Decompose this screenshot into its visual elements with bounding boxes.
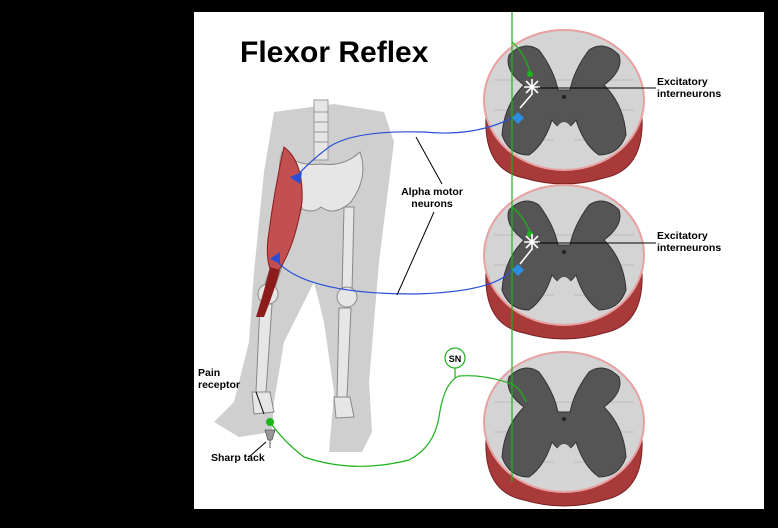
sensory-neuron-pathway <box>269 375 513 467</box>
label-excitatory-interneurons-middle: Excitatory interneurons <box>657 230 722 254</box>
interneuron-middle <box>519 234 540 265</box>
motor-axon-top <box>295 117 513 178</box>
motor-terminal-top <box>290 172 302 184</box>
leg-silhouette <box>214 104 394 452</box>
label-pain-receptor: Pain receptor <box>198 367 241 391</box>
flexor-muscle <box>256 146 303 317</box>
label-alpha-motor-neurons: Alpha motor neurons <box>401 186 463 210</box>
motor-neuron-body-middle <box>512 264 524 276</box>
motor-terminal-middle <box>270 252 280 264</box>
leg-illustration <box>214 99 394 452</box>
motor-axon-middle <box>275 259 513 295</box>
sn-cell-body <box>444 347 466 369</box>
diagram-panel: Flexor Reflex Excitatory interneurons Ex… <box>194 12 764 509</box>
pain-receptor-ending <box>266 418 274 426</box>
sharp-tack <box>264 429 276 448</box>
diagram-title: Flexor Reflex <box>240 36 429 69</box>
flexor-reflex-diagram <box>214 12 656 507</box>
interneuron-top <box>519 79 540 109</box>
label-excitatory-interneurons-top: Excitatory interneurons <box>657 76 722 100</box>
spinal-cord-section-bottom <box>483 351 645 507</box>
femur-right <box>341 206 355 293</box>
motor-neuron-body-top <box>512 112 524 124</box>
spinal-cord-section-middle <box>483 184 645 340</box>
label-sharp-tack: Sharp tack <box>211 452 265 464</box>
label-sn: SN <box>448 354 462 364</box>
spinal-cord-section-top <box>483 29 645 185</box>
spine <box>313 99 329 161</box>
